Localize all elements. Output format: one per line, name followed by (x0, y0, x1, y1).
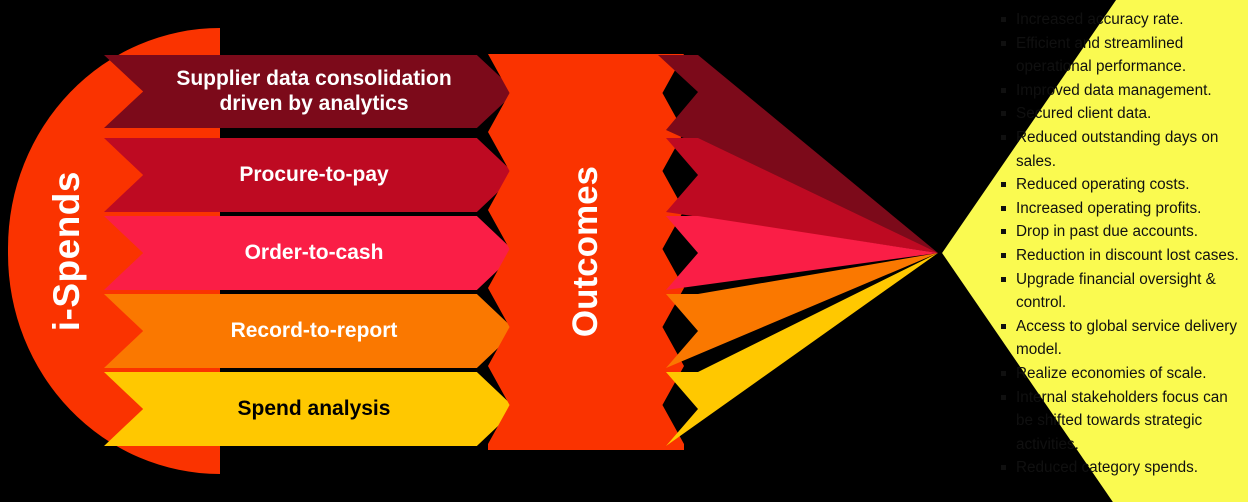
i-spends-label: i-Spends (46, 170, 87, 332)
process-bar-spend-analysis[interactable]: Spend analysis (104, 372, 516, 446)
fan-wedge-spend-analysis (666, 253, 938, 446)
fan-wedge-record-to-report (666, 253, 938, 368)
process-bar-order-to-cash[interactable]: Order-to-cash (104, 216, 516, 290)
process-bar-procure-to-pay[interactable]: Procure-to-pay (104, 138, 516, 212)
outcomes-stage-label-wrap: Outcomes (488, 54, 684, 450)
outcome-list-item: Reduced category spends. (1000, 456, 1244, 480)
outcome-list-item: Access to global service delivery model. (1000, 315, 1244, 362)
outcome-list-item: Increased accuracy rate. (1000, 8, 1244, 32)
process-bar-label: Spend analysis (237, 396, 391, 420)
fan-wedge-supplier-data-consolidation (658, 55, 938, 253)
outcomes-list-panel: Increased accuracy rate.Efficient and st… (930, 0, 1248, 502)
process-bar-supplier-data-consolidation[interactable]: Supplier data consolidation driven by an… (104, 55, 516, 128)
process-bar-label: Order-to-cash (244, 240, 384, 264)
outcome-list-item: Improved data management. (1000, 79, 1244, 103)
outcome-list-item: Internal stakeholders focus can be shift… (1000, 386, 1244, 457)
process-bar-label: Procure-to-pay (239, 162, 389, 186)
outcome-list-item: Increased operating profits. (1000, 197, 1244, 221)
fan-wedge-procure-to-pay (666, 138, 938, 253)
outcome-list-item: Upgrade financial oversight & control. (1000, 268, 1244, 315)
process-bar-label: Record-to-report (230, 318, 398, 342)
process-bar-label: Supplier data consolidation driven by an… (176, 66, 452, 115)
outcomes-label: Outcomes (566, 166, 605, 338)
outcomes-stage-shape (488, 54, 684, 450)
outcomes-list: Increased accuracy rate.Efficient and st… (1000, 8, 1244, 480)
process-bar-record-to-report[interactable]: Record-to-report (104, 294, 516, 368)
outcome-list-item: Efficient and streamlined operational pe… (1000, 32, 1244, 79)
outcome-list-item: Secured client data. (1000, 102, 1244, 126)
outcome-list-item: Reduced operating costs. (1000, 173, 1244, 197)
outcomes-list-wrap: Increased accuracy rate.Efficient and st… (1000, 8, 1244, 498)
outcome-list-item: Reduced outstanding days on sales. (1000, 126, 1244, 173)
outcome-list-item: Realize economies of scale. (1000, 362, 1244, 386)
outcome-list-item: Drop in past due accounts. (1000, 220, 1244, 244)
fan-wedge-order-to-cash (666, 216, 938, 290)
outcome-list-item: Reduction in discount lost cases. (1000, 244, 1244, 268)
